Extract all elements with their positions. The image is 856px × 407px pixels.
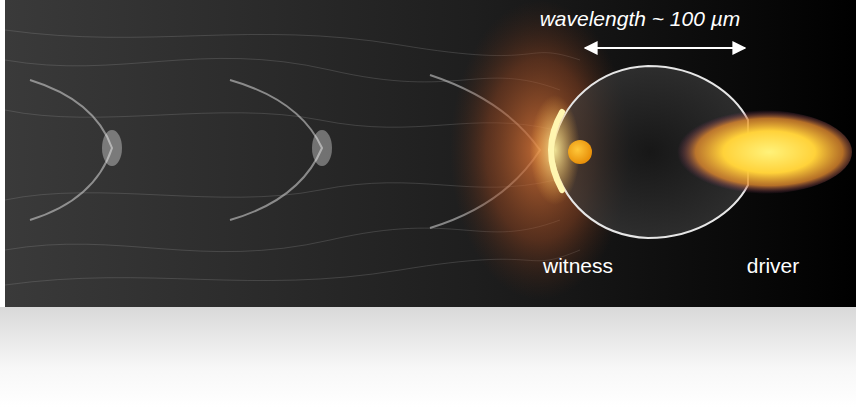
dimension-label: wavelength ~ 100 µm xyxy=(540,6,741,31)
bunch-label: driver xyxy=(747,253,800,278)
bunch-label: witness xyxy=(543,253,613,278)
